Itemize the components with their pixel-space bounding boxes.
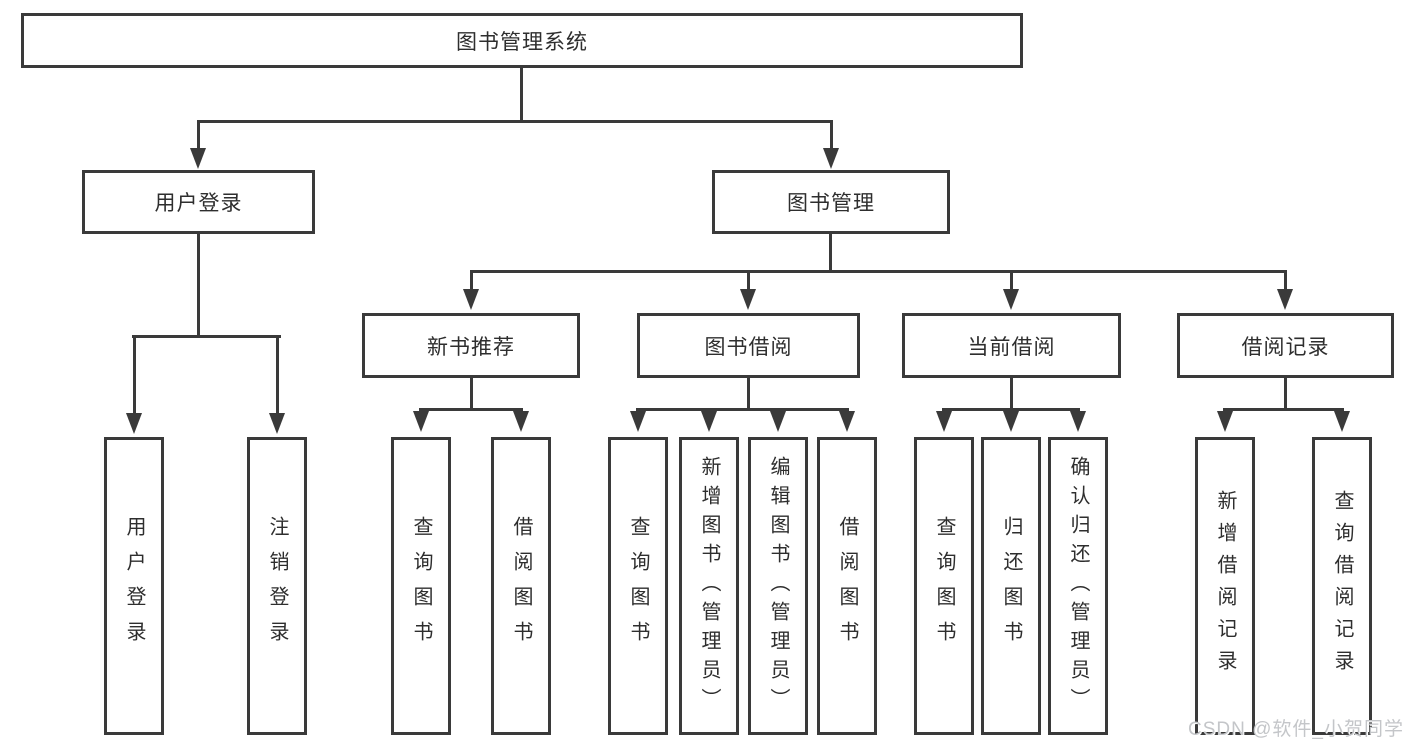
connector-arrow (1070, 411, 1086, 432)
leaf-label: 注销登录 (266, 516, 288, 656)
connector-line (197, 120, 833, 123)
leaf-label: 归还图书 (1000, 516, 1022, 656)
leaf-label: 查询图书 (933, 516, 955, 656)
node-current-borrowing: 当前借阅 (902, 313, 1121, 378)
node-book-management: 图书管理 (712, 170, 950, 234)
connector-arrow (126, 413, 142, 434)
connector-arrow (740, 289, 756, 310)
connector-arrow (1003, 289, 1019, 310)
connector-line (133, 335, 136, 415)
leaf-query-books-borrowing: 查询图书 (608, 437, 668, 735)
connector-arrow (1217, 411, 1233, 432)
leaf-edit-book-admin: 编辑图书（管理员） (748, 437, 808, 735)
node-label: 当前借阅 (967, 335, 1056, 359)
connector-arrow (936, 411, 952, 432)
connector-arrow (413, 411, 429, 432)
connector-arrow (839, 411, 855, 432)
leaf-label: 新增图书（管理员） (698, 455, 720, 717)
leaf-query-borrow-record: 查询借阅记录 (1312, 437, 1372, 735)
node-label: 图书借阅 (704, 335, 793, 359)
connector-line (276, 335, 279, 415)
connector-arrow (190, 148, 206, 169)
connector-arrow (1277, 289, 1293, 310)
connector-line (132, 335, 281, 338)
node-new-book-recommendation: 新书推荐 (362, 313, 580, 378)
node-book-borrowing: 图书借阅 (637, 313, 860, 378)
leaf-borrow-books: 借阅图书 (817, 437, 877, 735)
connector-line (1010, 378, 1013, 411)
connector-line (1010, 270, 1013, 291)
leaf-label: 借阅图书 (836, 516, 858, 656)
connector-line (1284, 270, 1287, 291)
leaf-label: 编辑图书（管理员） (767, 455, 789, 717)
connector-line (419, 408, 523, 411)
connector-arrow (823, 148, 839, 169)
leaf-query-books-recommend: 查询图书 (391, 437, 451, 735)
connector-arrow (269, 413, 285, 434)
leaf-label: 查询图书 (627, 516, 649, 656)
node-label: 新书推荐 (427, 335, 515, 359)
connector-arrow (1334, 411, 1350, 432)
connector-line (1223, 408, 1344, 411)
connector-line (197, 120, 200, 150)
connector-arrow (1003, 411, 1019, 432)
leaf-label: 确认归还（管理员） (1067, 455, 1089, 717)
connector-line (942, 408, 1080, 411)
leaf-label: 用户登录 (123, 516, 145, 656)
leaf-query-books-current: 查询图书 (914, 437, 974, 735)
leaf-return-book: 归还图书 (981, 437, 1041, 735)
leaf-add-borrow-record: 新增借阅记录 (1195, 437, 1255, 735)
connector-arrow (513, 411, 529, 432)
leaf-label: 查询图书 (410, 516, 432, 656)
node-label: 用户登录 (154, 192, 243, 215)
connector-arrow (463, 289, 479, 310)
leaf-logout: 注销登录 (247, 437, 307, 735)
leaf-label: 借阅图书 (510, 516, 532, 656)
connector-line (197, 234, 200, 338)
node-library-management-system: 图书管理系统 (21, 13, 1023, 68)
connector-line (520, 68, 523, 122)
node-label: 借阅记录 (1241, 335, 1330, 359)
connector-line (829, 234, 832, 272)
leaf-borrow-books-recommend: 借阅图书 (491, 437, 551, 735)
leaf-user-login: 用户登录 (104, 437, 164, 735)
connector-arrow (630, 411, 646, 432)
connector-line (747, 270, 750, 291)
node-user-login: 用户登录 (82, 170, 315, 234)
leaf-confirm-return-admin: 确认归还（管理员） (1048, 437, 1108, 735)
connector-arrow (770, 411, 786, 432)
leaf-label: 新增借阅记录 (1214, 490, 1236, 682)
connector-line (1284, 378, 1287, 411)
connector-line (830, 120, 833, 150)
node-label: 图书管理 (787, 192, 875, 215)
leaf-label: 查询借阅记录 (1331, 490, 1353, 682)
connector-arrow (701, 411, 717, 432)
connector-line (636, 408, 849, 411)
leaf-add-book-admin: 新增图书（管理员） (679, 437, 739, 735)
connector-line (470, 270, 473, 291)
node-label: 图书管理系统 (456, 30, 588, 54)
node-borrowing-records: 借阅记录 (1177, 313, 1394, 378)
watermark: CSDN @软件_小贺同学 (1188, 719, 1404, 740)
connector-line (747, 378, 750, 411)
connector-line (470, 270, 1287, 273)
connector-line (470, 378, 473, 411)
